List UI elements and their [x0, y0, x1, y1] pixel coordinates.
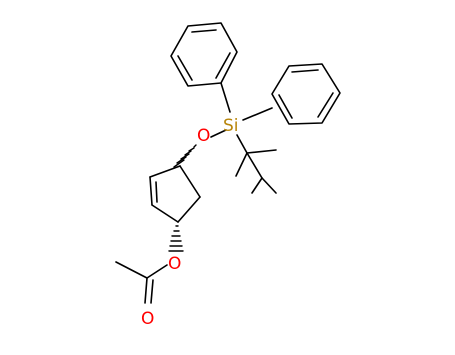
o-ester-label: O	[168, 254, 181, 274]
o-carbonyl-label: O	[141, 309, 154, 329]
phenyl-ring-upper	[170, 22, 238, 87]
tert-butyl-group	[235, 149, 277, 194]
phenyl-ring-right	[271, 63, 341, 125]
acetate-group	[115, 261, 168, 304]
o-silyl-label: O	[197, 126, 210, 146]
hashed-wedge-bond-lower	[168, 225, 184, 252]
silicon-bonds	[210, 82, 273, 154]
si-label: Si	[223, 116, 239, 136]
hashed-wedge-bond-upper	[173, 144, 197, 168]
cyclopentene-ring	[149, 165, 201, 223]
